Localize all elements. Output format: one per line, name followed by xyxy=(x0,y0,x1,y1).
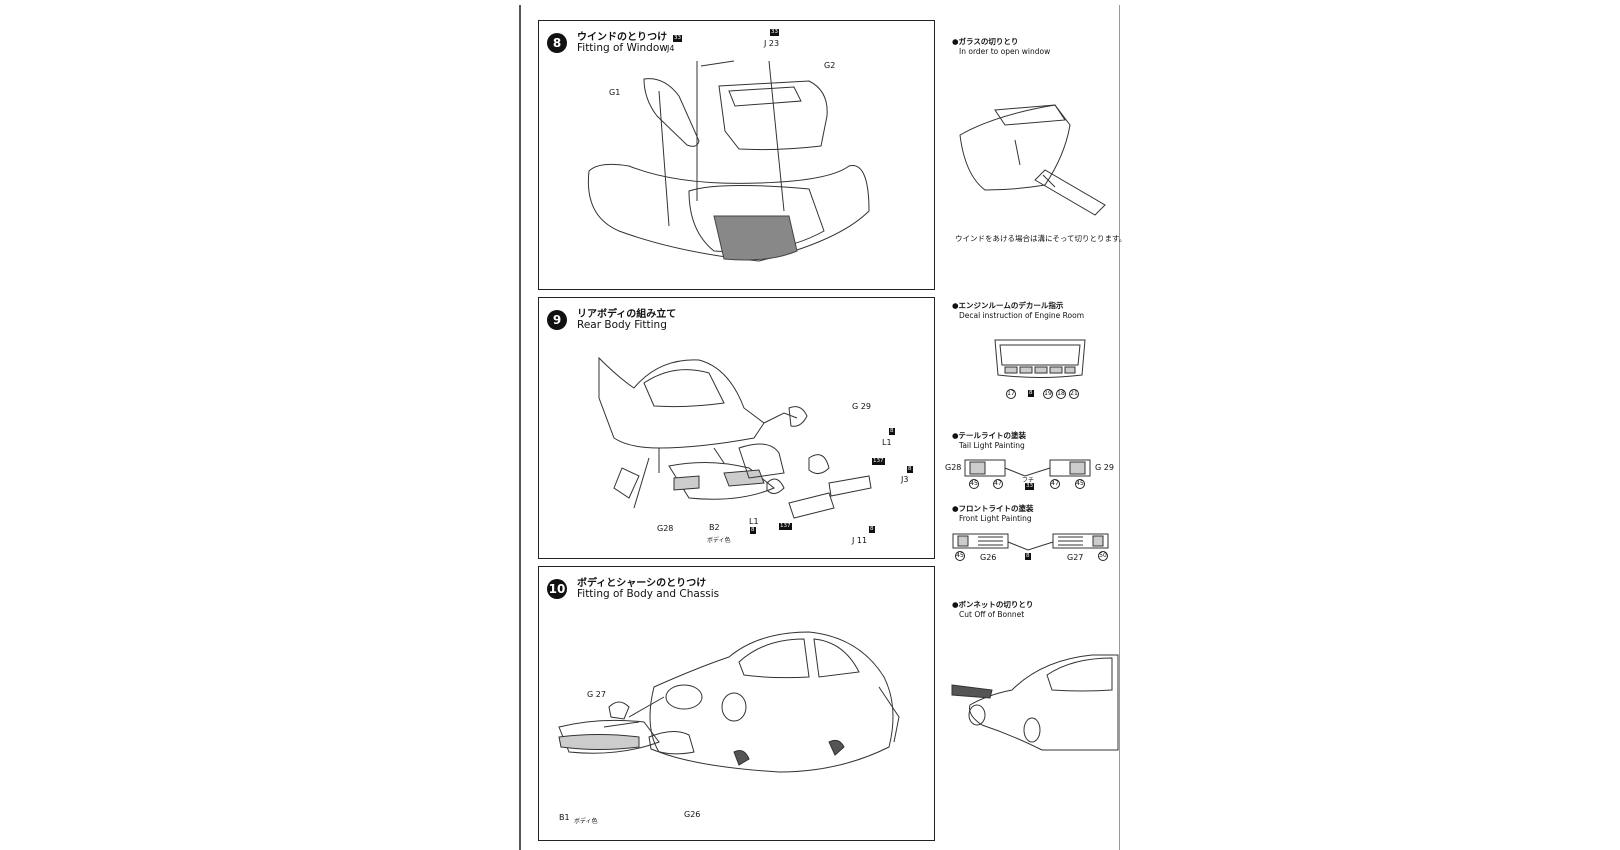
step-10-panel: 10 ボディとシャーシのとりつけ Fitting of Body and Cha… xyxy=(538,566,935,841)
note-title-en: Front Light Painting xyxy=(959,514,1032,523)
part-label-g27: G27 xyxy=(1067,553,1084,562)
decal-number: 8 xyxy=(1028,390,1034,397)
step-title-en: Rear Body Fitting xyxy=(577,319,667,331)
part-label-g28: G28 xyxy=(945,463,962,472)
paint-number: 47 xyxy=(1050,479,1060,489)
decal-number: 17 xyxy=(1006,389,1016,399)
body-color-note: ボディ色 xyxy=(574,818,598,825)
sheet-left-edge xyxy=(519,5,521,850)
step-title-jp: ウインドのとりつけ xyxy=(577,32,668,43)
paint-number: 45 xyxy=(955,551,965,561)
glass-cut-illustration xyxy=(959,104,1106,216)
glass-cut-caption: ウインドをあける場合は溝にそって切りとります。 xyxy=(955,234,1127,243)
window-fitting-illustration xyxy=(587,60,870,262)
paint-number: 45 xyxy=(969,479,979,489)
sheet-right-edge xyxy=(1119,5,1120,850)
body-color-note: ボディ色 xyxy=(707,537,731,544)
engine-room-illustration xyxy=(994,339,1086,378)
paint-code: 8 xyxy=(907,466,913,473)
note-title-en: Tail Light Painting xyxy=(959,441,1025,450)
tail-light-note: ●テールライトの塗装 Tail Light Painting xyxy=(952,430,1026,450)
bonnet-cut-illustration xyxy=(951,654,1119,751)
note-title-en: Decal instruction of Engine Room xyxy=(959,311,1085,320)
part-label-l1: L1 xyxy=(882,438,892,447)
rear-body-illustration xyxy=(598,356,872,519)
step-title-en: Fitting of Window xyxy=(577,42,668,54)
paint-code: 137 xyxy=(872,458,885,465)
paint-code: 8 xyxy=(889,428,895,435)
part-label-g27: G 27 xyxy=(587,690,606,699)
decal-number: 18 xyxy=(1056,389,1066,399)
part-label-j4: J4 xyxy=(667,44,675,53)
paint-number: 50 xyxy=(1098,551,1108,561)
paint-code: 33 xyxy=(770,29,779,36)
front-light-note: ●フロントライトの塗装 Front Light Painting xyxy=(952,503,1034,523)
paint-code: 8 xyxy=(869,526,875,533)
paint-number: 45 xyxy=(1075,479,1085,489)
part-label-b1: B1 xyxy=(559,813,570,822)
tail-light-illustration xyxy=(964,459,1091,477)
step-number: 10 xyxy=(547,579,567,599)
part-label-g28: G28 xyxy=(657,524,674,533)
decal-note: ●エンジンルームのデカール指示 Decal instruction of Eng… xyxy=(952,300,1084,320)
part-label-b2: B2 xyxy=(709,523,720,532)
note-title-jp: ●ボンネットの切りとり xyxy=(952,600,1034,609)
bonnet-note: ●ボンネットの切りとり Cut Off of Bonnet xyxy=(952,599,1033,619)
part-label-g26: G26 xyxy=(684,810,701,819)
step-number: 8 xyxy=(547,33,567,53)
decal-number: 21 xyxy=(1069,389,1079,399)
trim-label: フチ xyxy=(1022,477,1035,484)
part-label-g26: G26 xyxy=(980,553,997,562)
note-title-jp: ●テールライトの塗装 xyxy=(952,431,1027,440)
step-number: 9 xyxy=(547,310,567,330)
paint-code: 33 xyxy=(673,35,682,42)
part-label-j11: J 11 xyxy=(852,536,868,545)
part-label-j3: J3 xyxy=(901,475,909,484)
part-label-j23: J 23 xyxy=(764,39,780,48)
step-8-panel: 8 ウインドのとりつけ Fitting of Window 33 J4 33 J… xyxy=(538,20,935,290)
glass-cut-note: ●ガラスの切りとり In order to open window xyxy=(952,36,1050,56)
note-title-jp: ●ガラスの切りとり xyxy=(952,37,1019,46)
part-label-g29: G 29 xyxy=(852,402,871,411)
paint-code: 8 xyxy=(1025,553,1031,560)
note-title-en: Cut Off of Bonnet xyxy=(959,610,1025,619)
step-title-jp: ボディとシャーシのとりつけ xyxy=(577,578,707,589)
part-label-g2: G2 xyxy=(824,61,836,70)
note-title-en: In order to open window xyxy=(959,47,1051,56)
part-label-l1: L1 xyxy=(749,517,759,526)
paint-code: 33 xyxy=(1025,483,1034,490)
paint-code: 137 xyxy=(779,523,792,530)
paint-code: 8 xyxy=(750,527,756,534)
front-light-illustration xyxy=(952,533,1109,551)
part-label-g29: G 29 xyxy=(1095,463,1114,472)
note-title-jp: ●エンジンルームのデカール指示 xyxy=(952,301,1064,310)
body-chassis-illustration xyxy=(558,631,900,773)
decal-number: 19 xyxy=(1043,389,1053,399)
paint-number: 47 xyxy=(993,479,1003,489)
note-title-jp: ●フロントライトの塗装 xyxy=(952,504,1034,513)
step-9-panel: 9 リアボディの組み立て Rear Body Fitting G 29 8 L1… xyxy=(538,297,935,559)
part-label-g1: G1 xyxy=(609,88,621,97)
step-title-en: Fitting of Body and Chassis xyxy=(577,588,720,600)
step-title-jp: リアボディの組み立て xyxy=(577,309,677,320)
